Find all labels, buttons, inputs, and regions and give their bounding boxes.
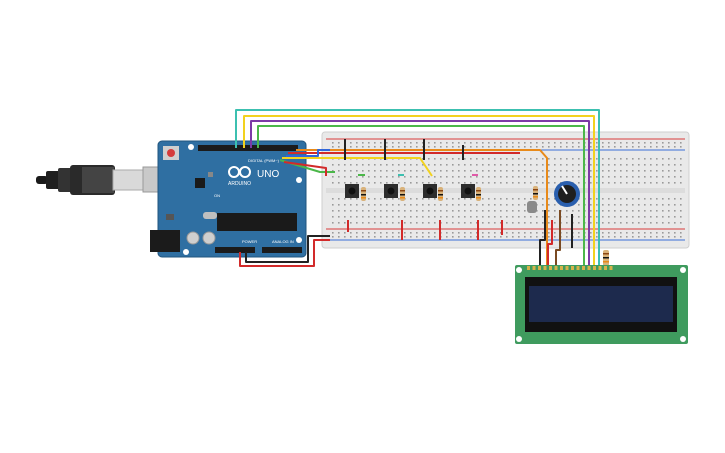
wire-orange — [296, 149, 548, 268]
arduino-model: UNO — [257, 169, 279, 180]
resistor-lcd[interactable] — [603, 250, 609, 266]
on-label: ON — [214, 193, 220, 198]
gray-component[interactable] — [527, 201, 537, 213]
arduino-brand: ARDUINO — [228, 181, 251, 187]
resistor-4[interactable] — [476, 187, 481, 201]
wires — [235, 109, 607, 268]
wire-purple — [250, 120, 590, 268]
power-header — [215, 247, 255, 253]
digital-header — [198, 145, 298, 151]
potentiometer[interactable] — [554, 181, 580, 207]
wire-teal — [235, 109, 600, 268]
button-4[interactable] — [461, 184, 475, 198]
button-2[interactable] — [384, 184, 398, 198]
power-jack[interactable] — [150, 230, 180, 252]
power-label: POWER — [242, 239, 257, 244]
arduino-board[interactable]: ARDUINO UNO DIGITAL (PWM~) POWER ANALOG … — [150, 140, 307, 258]
wire-lcd-red — [547, 220, 553, 268]
analog-header — [262, 247, 302, 253]
wire-lcd-brown — [555, 210, 561, 268]
wire-blue-1 — [286, 149, 330, 157]
arduino-logo — [228, 166, 251, 178]
digital-label: DIGITAL (PWM~) — [248, 158, 280, 163]
button-1[interactable] — [345, 184, 359, 198]
analog-label: ANALOG IN — [272, 239, 294, 244]
lcd-16x2[interactable] — [515, 265, 688, 344]
wire-power-red — [239, 239, 330, 267]
lcd-screen — [529, 286, 673, 322]
crystal — [203, 212, 217, 219]
resistor-2[interactable] — [400, 187, 405, 201]
usb-chip — [195, 178, 205, 188]
resistor-3[interactable] — [438, 187, 443, 201]
resistor-5[interactable] — [533, 186, 538, 200]
button-3[interactable] — [423, 184, 437, 198]
wire-ground-black — [245, 235, 330, 263]
wire-lcd-black — [539, 210, 546, 268]
wire-red-2 — [283, 161, 327, 176]
resistor-1[interactable] — [361, 187, 366, 201]
wire-yellow — [243, 115, 595, 268]
wire-yellow-2 — [282, 157, 433, 177]
lcd-pins — [527, 266, 613, 270]
atmega-chip — [217, 213, 297, 231]
wire-green — [257, 125, 585, 268]
